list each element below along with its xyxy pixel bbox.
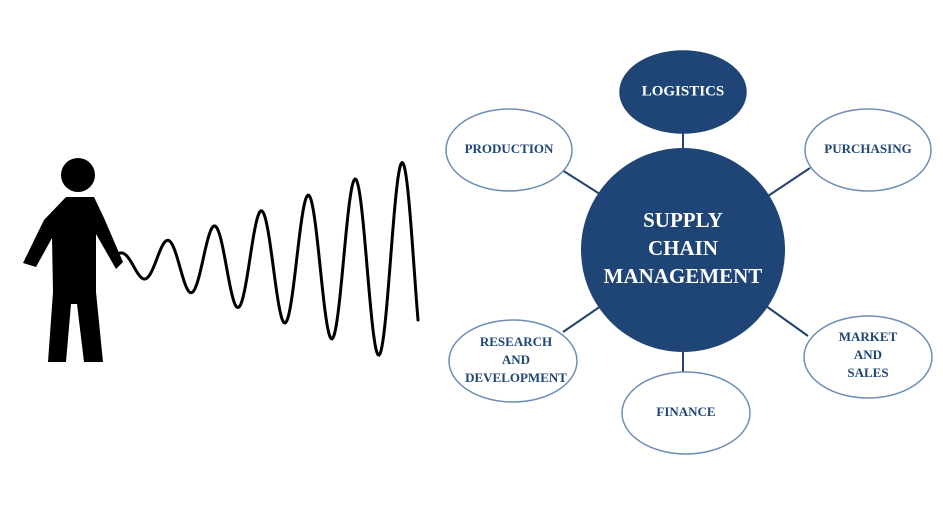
- connector-research: [562, 305, 602, 333]
- connector-production: [561, 169, 604, 197]
- node-logistics: LOGISTICS: [619, 50, 747, 134]
- node-research-label-1: RESEARCH: [480, 334, 552, 349]
- center-label-1: SUPPLY: [643, 208, 723, 232]
- node-market: MARKET AND SALES: [803, 315, 933, 399]
- node-finance-label: FINANCE: [656, 404, 715, 419]
- node-production-label: PRODUCTION: [465, 141, 554, 156]
- node-logistics-label: LOGISTICS: [642, 83, 725, 99]
- center-node: SUPPLY CHAIN MANAGEMENT: [581, 148, 785, 352]
- center-label-2: CHAIN: [648, 236, 718, 260]
- node-purchasing-label: PURCHASING: [824, 141, 911, 156]
- node-market-label-2: AND: [854, 347, 882, 362]
- connector-purchasing: [767, 167, 811, 197]
- node-research-label-2: AND: [502, 352, 530, 367]
- node-finance: FINANCE: [621, 371, 751, 455]
- wave-icon: [118, 160, 420, 357]
- connectors: [561, 133, 811, 373]
- connector-market: [765, 305, 809, 337]
- node-purchasing: PURCHASING: [804, 108, 932, 192]
- node-market-label-1: MARKET: [839, 329, 898, 344]
- center-label-3: MANAGEMENT: [604, 264, 763, 288]
- node-market-label-3: SALES: [847, 365, 888, 380]
- node-research: RESEARCH AND DEVELOPMENT: [448, 319, 578, 403]
- person-icon: [23, 158, 123, 362]
- node-research-label-3: DEVELOPMENT: [465, 370, 567, 385]
- node-production: PRODUCTION: [445, 108, 573, 192]
